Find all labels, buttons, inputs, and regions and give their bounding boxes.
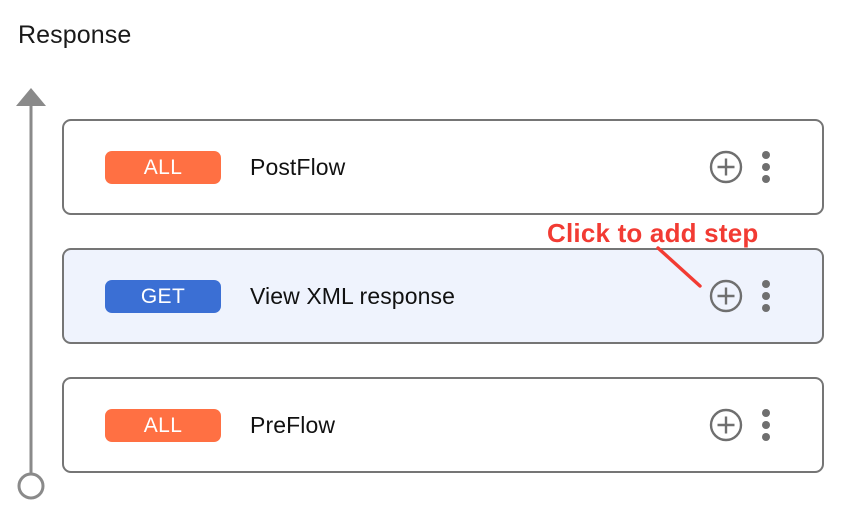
flow-row-label: PreFlow	[250, 411, 336, 438]
flow-row[interactable]: ALL PreFlow	[62, 377, 824, 473]
plus-circle-icon[interactable]	[709, 408, 743, 442]
row-actions	[709, 150, 770, 184]
method-badge: ALL	[105, 408, 221, 442]
annotation-label: Click to add step	[547, 218, 759, 248]
flow-row[interactable]: GET View XML response	[62, 248, 824, 344]
circle-endpoint-icon	[17, 472, 45, 500]
plus-circle-icon[interactable]	[709, 279, 743, 313]
flow-row-label: View XML response	[250, 282, 455, 309]
plus-circle-icon[interactable]	[709, 150, 743, 184]
method-badge: GET	[105, 279, 221, 313]
more-vertical-icon[interactable]	[762, 280, 770, 312]
flow-timeline	[16, 88, 48, 500]
more-vertical-icon[interactable]	[762, 409, 770, 441]
up-arrow-icon	[16, 88, 46, 106]
flow-row[interactable]: ALL PostFlow	[62, 119, 824, 215]
flow-row-list: ALL PostFlow GET View XML response	[62, 119, 824, 473]
page-title: Response	[18, 21, 132, 49]
row-actions	[709, 408, 770, 442]
flow-row-label: PostFlow	[250, 153, 346, 180]
more-vertical-icon[interactable]	[762, 151, 770, 183]
row-actions	[709, 279, 770, 313]
method-badge: ALL	[105, 150, 221, 184]
